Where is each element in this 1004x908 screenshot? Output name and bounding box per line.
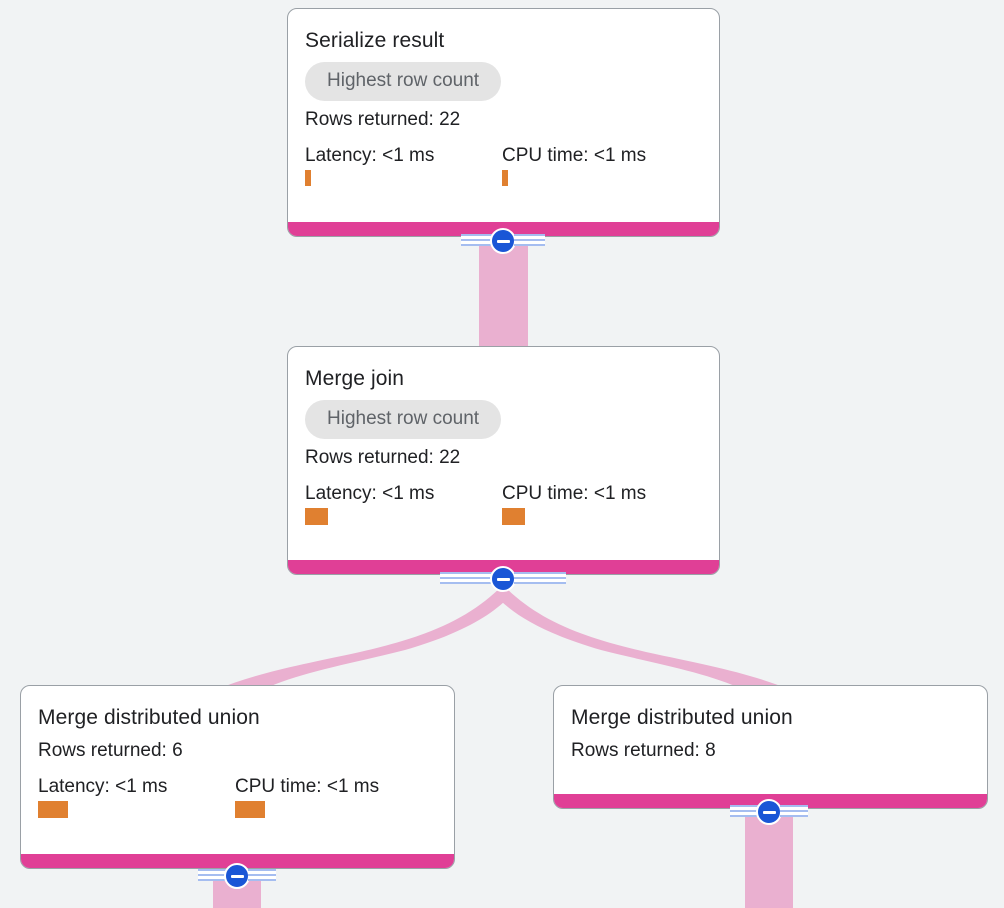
node-badge: Highest row count — [305, 400, 502, 439]
node-rows-returned: Rows returned: 6 — [38, 740, 183, 761]
toggle-rail-right — [248, 867, 276, 885]
edge-join-to-union-right — [494, 585, 791, 690]
metric-label: CPU time: <1 ms — [235, 776, 380, 797]
metric-bar — [305, 508, 328, 525]
edge-join-to-union-left — [215, 585, 512, 690]
minus-icon[interactable] — [490, 566, 516, 592]
metric-bar — [502, 170, 508, 186]
minus-icon[interactable] — [756, 799, 782, 825]
toggle-rail-left — [198, 867, 226, 885]
plan-node-merge-join[interactable]: Merge join Highest row count Rows return… — [287, 346, 720, 575]
node-body: Merge distributed union Rows returned: 6… — [21, 686, 454, 854]
node-rows-returned: Rows returned: 22 — [305, 109, 461, 130]
minus-icon[interactable] — [224, 863, 250, 889]
metric-label: Latency: <1 ms — [305, 483, 435, 504]
metric-bar — [235, 801, 265, 818]
metric-bar — [38, 801, 68, 818]
node-badge: Highest row count — [305, 62, 502, 101]
node-metrics: Latency: <1 ms CPU time: <1 ms — [38, 776, 437, 818]
metric-bar — [305, 170, 311, 186]
toggle-rail-left — [730, 803, 758, 821]
node-title: Merge join — [305, 367, 405, 390]
edge-union-right-down — [745, 812, 793, 908]
toggle-rail-left — [440, 570, 492, 588]
metric-cpu-time: CPU time: <1 ms — [502, 483, 699, 525]
node-title: Merge distributed union — [38, 706, 260, 729]
node-footer-bar — [21, 854, 454, 868]
node-body: Serialize result Highest row count Rows … — [288, 9, 719, 222]
minus-icon[interactable] — [490, 228, 516, 254]
node-title: Merge distributed union — [571, 706, 793, 729]
collapse-toggle-merge-join[interactable] — [440, 565, 566, 593]
metric-cpu-time: CPU time: <1 ms — [235, 776, 432, 818]
metric-latency: Latency: <1 ms — [305, 145, 502, 186]
plan-node-serialize-result[interactable]: Serialize result Highest row count Rows … — [287, 8, 720, 237]
metric-label: CPU time: <1 ms — [502, 145, 647, 166]
toggle-rail-right — [514, 570, 566, 588]
metric-bar — [502, 508, 525, 525]
node-body: Merge join Highest row count Rows return… — [288, 347, 719, 560]
node-title: Serialize result — [305, 29, 445, 52]
collapse-toggle-serialize-result[interactable] — [461, 227, 545, 255]
node-rows-returned: Rows returned: 8 — [571, 740, 716, 761]
metric-label: Latency: <1 ms — [305, 145, 435, 166]
toggle-rail-right — [514, 232, 545, 250]
toggle-rail-right — [780, 803, 808, 821]
collapse-toggle-union-right[interactable] — [730, 798, 808, 826]
plan-node-merge-distributed-union-left[interactable]: Merge distributed union Rows returned: 6… — [20, 685, 455, 869]
plan-node-merge-distributed-union-right[interactable]: Merge distributed union Rows returned: 8 — [553, 685, 988, 809]
metric-cpu-time: CPU time: <1 ms — [502, 145, 699, 186]
metric-latency: Latency: <1 ms — [305, 483, 502, 525]
node-metrics: Latency: <1 ms CPU time: <1 ms — [305, 483, 702, 525]
node-metrics: Latency: <1 ms CPU time: <1 ms — [305, 145, 702, 186]
metric-label: CPU time: <1 ms — [502, 483, 647, 504]
collapse-toggle-union-left[interactable] — [198, 862, 276, 890]
metric-label: Latency: <1 ms — [38, 776, 168, 797]
toggle-rail-left — [461, 232, 492, 250]
metric-latency: Latency: <1 ms — [38, 776, 235, 818]
node-body: Merge distributed union Rows returned: 8 — [554, 686, 987, 794]
edge-serialize-to-join — [479, 241, 528, 349]
node-rows-returned: Rows returned: 22 — [305, 447, 461, 468]
